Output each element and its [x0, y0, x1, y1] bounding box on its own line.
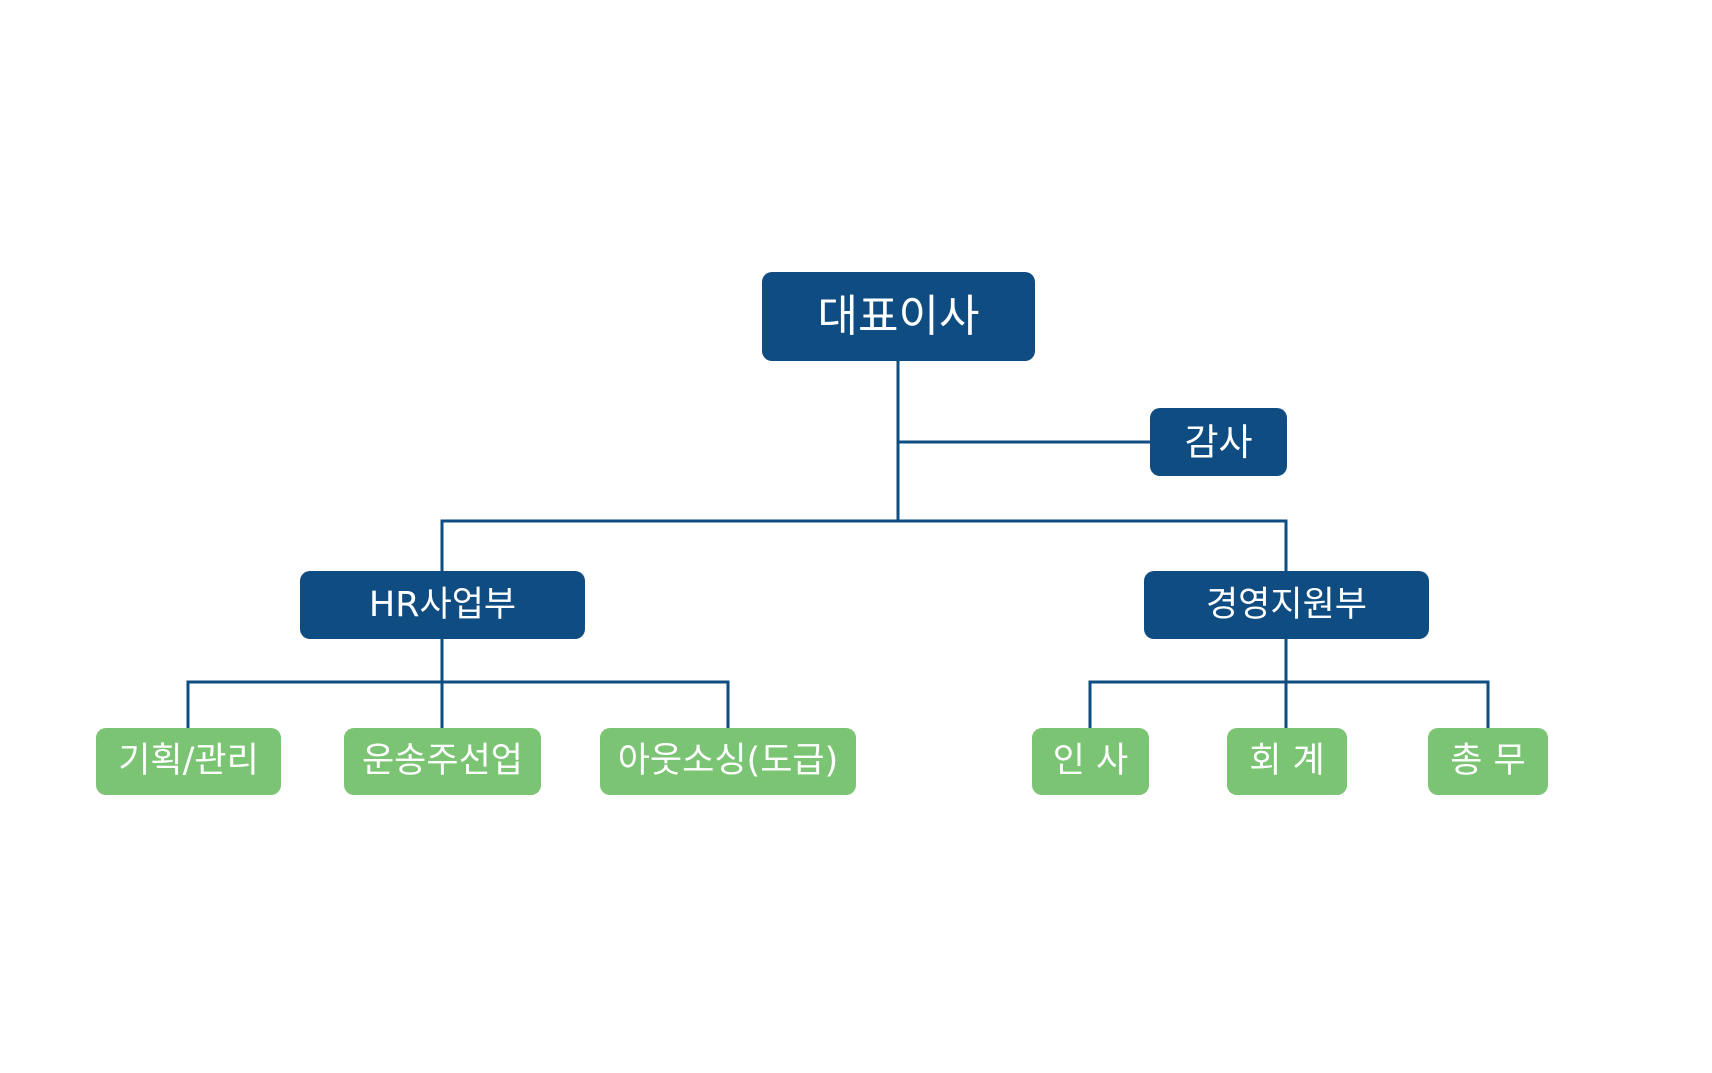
planning-management-label: 기획/관리: [118, 741, 259, 781]
ceo-node: 대표이사: [762, 272, 1035, 361]
management-support-label: 경영지원부: [1205, 584, 1367, 625]
general-affairs-label: 총 무: [1450, 741, 1526, 781]
hr-department-label: HR사업부: [368, 584, 517, 625]
general-affairs-node: 총 무: [1428, 728, 1548, 795]
hr-department-node: HR사업부: [300, 571, 585, 639]
transport-brokerage-node: 운송주선업: [344, 728, 541, 795]
outsourcing-label: 아웃소싱(도급): [617, 741, 839, 781]
accounting-label: 회 계: [1249, 741, 1325, 781]
management-support-node: 경영지원부: [1144, 571, 1429, 639]
audit-node: 감사: [1150, 408, 1287, 476]
audit-label: 감사: [1184, 420, 1253, 464]
outsourcing-node: 아웃소싱(도급): [600, 728, 856, 795]
personnel-label: 인 사: [1052, 741, 1129, 781]
accounting-node: 회 계: [1227, 728, 1347, 795]
ceo-label: 대표이사: [817, 290, 980, 342]
transport-brokerage-label: 운송주선업: [361, 741, 523, 781]
personnel-node: 인 사: [1032, 728, 1149, 795]
planning-management-node: 기획/관리: [96, 728, 281, 795]
